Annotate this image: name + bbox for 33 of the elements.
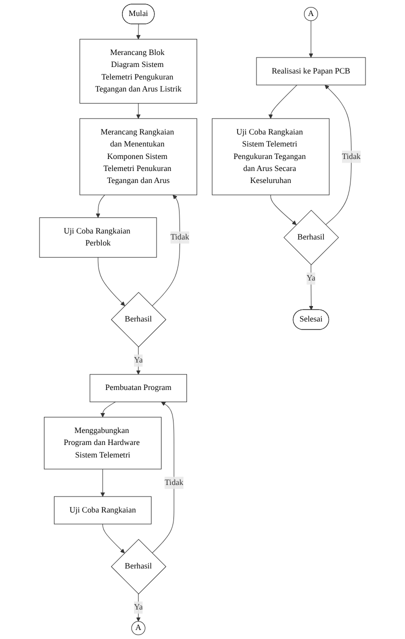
arrow bbox=[324, 84, 352, 226]
arrow bbox=[308, 264, 314, 310]
edge-label: Tidak bbox=[164, 478, 184, 487]
node-box: Pembuatan Program bbox=[90, 374, 187, 402]
node-box: Realisasi ke Papan PCB bbox=[256, 57, 366, 86]
arrow bbox=[308, 20, 314, 58]
node-box: Merancang Blok Diagram Sistem Telemetri Pengukuran Tegangan dan Arus Listrik bbox=[80, 38, 198, 104]
node-box: Uji Coba Rangkaian bbox=[54, 496, 152, 524]
edge-label: Ya bbox=[134, 356, 143, 365]
arrow bbox=[152, 402, 174, 554]
arrow bbox=[102, 524, 125, 554]
arrow bbox=[268, 84, 298, 119]
edge-label: Tidak bbox=[342, 152, 361, 161]
arrow bbox=[136, 103, 141, 119]
arrow bbox=[136, 24, 141, 40]
node-box: Uji Coba Rangkaian Perblok bbox=[39, 217, 157, 258]
edge-label: Ya bbox=[306, 274, 316, 283]
arrow bbox=[152, 194, 180, 306]
arrow bbox=[100, 468, 105, 497]
node-circle: A bbox=[131, 621, 146, 636]
node-box: Uji Coba Rangkaian Sistem Telemetri Pengukuran Tegangan dan Arus Secara Keseluruhan bbox=[212, 118, 330, 196]
edge-label: Ya bbox=[134, 603, 143, 612]
arrow bbox=[270, 194, 297, 226]
node-diamond: Berhasil bbox=[110, 538, 166, 594]
arrow bbox=[96, 194, 106, 218]
node-diamond: Berhasil bbox=[284, 210, 339, 266]
arrow bbox=[100, 402, 116, 418]
node-diamond: Berhasil bbox=[110, 292, 166, 348]
node-box: Merancang Rangkaian dan Menentukan Komponen Sistem Telemetri Penukuran Tegangan dan Arus bbox=[80, 118, 198, 196]
node-circle: A bbox=[304, 6, 318, 21]
edge-label: Tidak bbox=[170, 232, 190, 242]
arrow bbox=[98, 257, 126, 306]
node-box: Menggabungkan Program dan Hardware Sistem Telemetri bbox=[44, 416, 162, 470]
